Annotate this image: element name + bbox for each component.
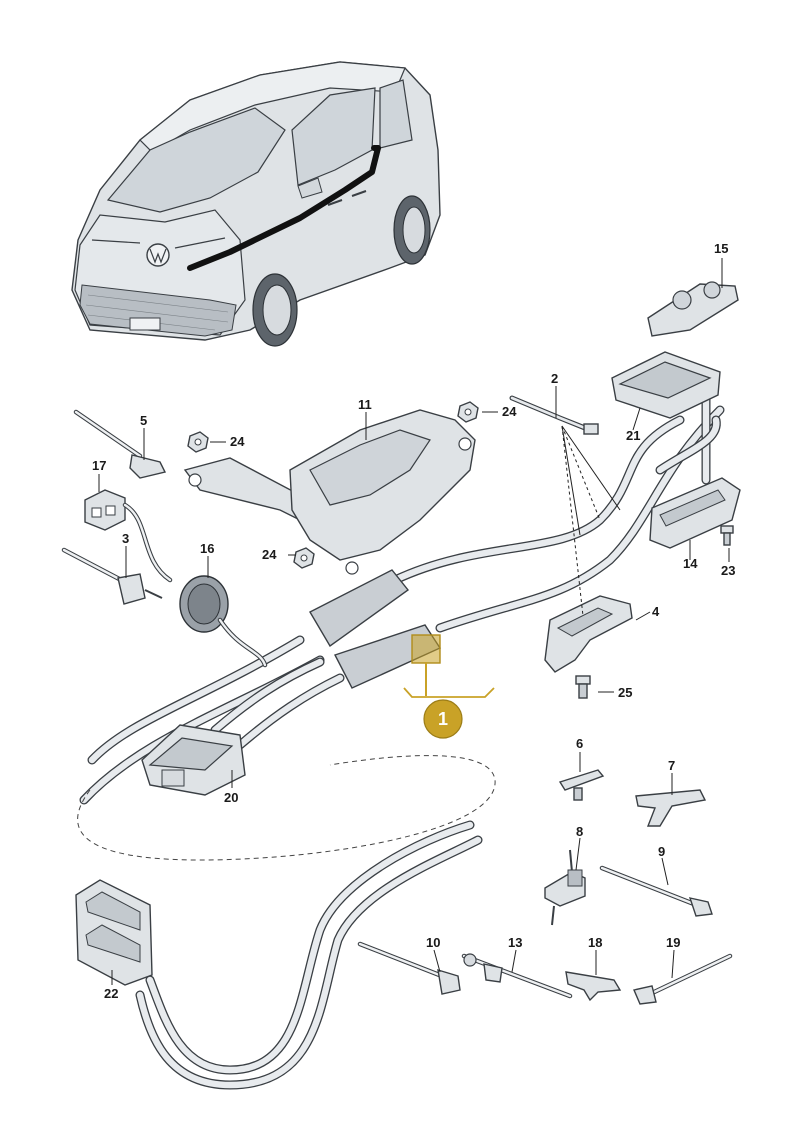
label-17: 17	[92, 458, 106, 473]
part-3-cable-tie	[61, 547, 163, 605]
part-labels: 15 2 11 24 24 24 5 17 3 16 21 14 23 4 25…	[92, 241, 735, 1001]
label-24-bottom: 24	[262, 547, 277, 562]
bolt-25	[575, 675, 591, 699]
label-14: 14	[683, 556, 698, 571]
part-2-cable-tie	[509, 395, 599, 435]
part-9-cable-tie	[599, 865, 713, 917]
nut-24-top	[457, 401, 479, 423]
lower-cable-harness	[77, 755, 496, 1090]
part-7-clip	[635, 789, 707, 827]
label-5: 5	[140, 413, 147, 428]
label-6: 6	[576, 736, 583, 751]
part-6-clip	[558, 769, 605, 801]
label-20: 20	[224, 790, 238, 805]
label-21: 21	[626, 428, 640, 443]
part-17-connector	[84, 489, 173, 583]
bolt-23	[720, 525, 734, 546]
label-2: 2	[551, 371, 558, 386]
label-4: 4	[652, 604, 660, 619]
highlight-badge-label: 1	[438, 709, 448, 729]
nut-24-bottom	[293, 547, 315, 569]
label-10: 10	[426, 935, 440, 950]
part-16-grommet	[179, 575, 268, 668]
label-18: 18	[588, 935, 602, 950]
label-11: 11	[358, 397, 372, 412]
label-13: 13	[508, 935, 522, 950]
label-22: 22	[104, 986, 118, 1001]
part-22-connector	[75, 879, 153, 986]
part-15-holder	[647, 281, 739, 337]
label-9: 9	[658, 844, 665, 859]
label-8: 8	[576, 824, 583, 839]
label-7: 7	[668, 758, 675, 773]
part-14-holder	[649, 477, 741, 549]
label-19: 19	[666, 935, 680, 950]
part-8-holder	[544, 849, 586, 926]
part-10-cable-tie	[357, 941, 461, 995]
part-5-cable-tie	[73, 409, 167, 479]
highlight-badge-part-1[interactable]: 1	[423, 699, 463, 739]
label-16: 16	[200, 541, 214, 556]
part-11-bracket	[183, 409, 476, 575]
nut-24-left	[187, 431, 209, 453]
part-18-clip	[565, 971, 622, 1002]
part-4-bracket	[544, 595, 633, 673]
part-21-connector	[611, 351, 721, 419]
part-19-cable-tie	[633, 953, 733, 1005]
vehicle-illustration	[71, 61, 441, 347]
label-3: 3	[122, 531, 129, 546]
part-13-cable-tie	[461, 953, 573, 999]
label-15: 15	[714, 241, 728, 256]
leader-lines	[98, 258, 730, 985]
label-25: 25	[618, 685, 632, 700]
part-20-connector	[141, 724, 246, 796]
label-23: 23	[721, 563, 735, 578]
label-24-left: 24	[230, 434, 245, 449]
label-24-top: 24	[502, 404, 517, 419]
